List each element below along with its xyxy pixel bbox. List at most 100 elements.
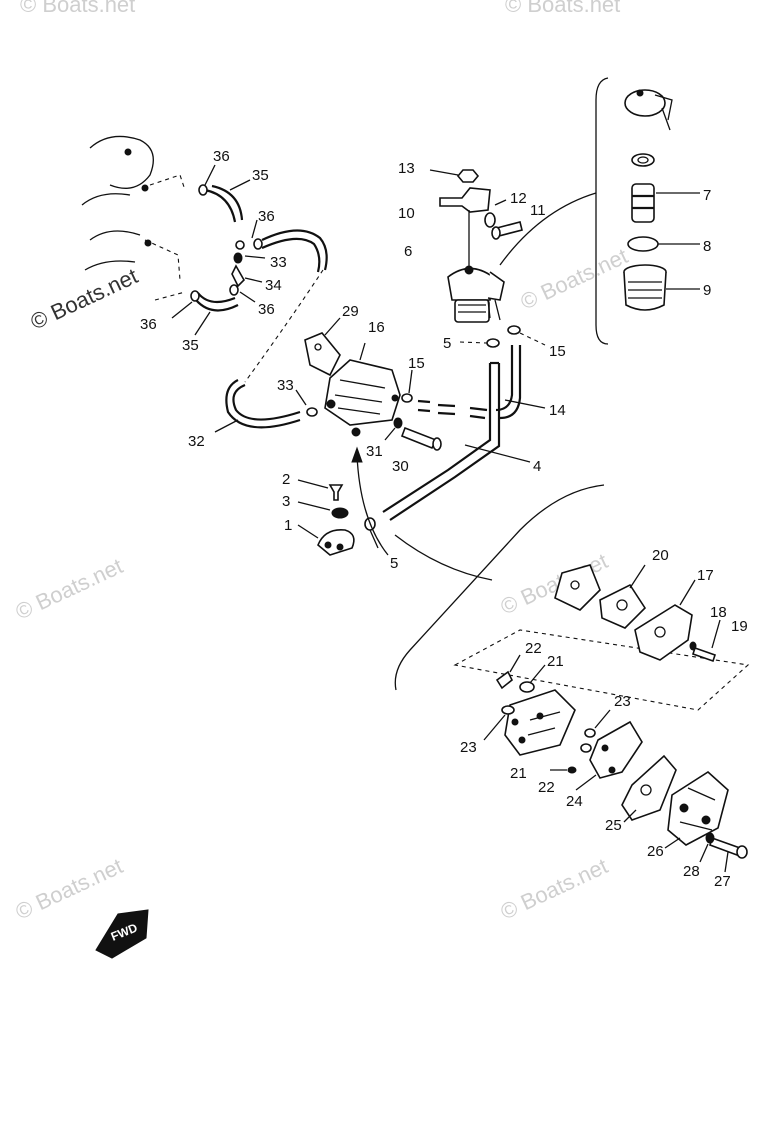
label-32: 32 (188, 433, 205, 450)
label-36-left: 36 (140, 316, 157, 333)
filter-washer-part (631, 153, 655, 167)
pump-detail-dash-region (453, 629, 750, 711)
hose-part-35-lower (195, 292, 239, 312)
label-36-mid: 36 (258, 208, 275, 225)
screw-part-27 (709, 836, 748, 873)
washer-part-28 (699, 832, 715, 863)
watermark-mid-left: © Boats.net (12, 553, 127, 624)
leaders-upper-left (171, 164, 266, 336)
hose-clip-part-5-bottom (364, 517, 379, 549)
valve-part-22-lower (580, 743, 592, 753)
route-arrowhead (351, 446, 363, 463)
watermark-side-left: © Boats.net (27, 263, 142, 334)
detail-connector-curve (394, 534, 493, 581)
label-3: 3 (282, 493, 290, 510)
label-8: 8 (703, 238, 711, 255)
label-22-upper: 22 (525, 640, 542, 657)
label-6: 6 (404, 243, 412, 260)
pump-body-parts (504, 689, 576, 756)
label-7: 7 (703, 187, 711, 204)
diaphragm-part-20b (599, 564, 647, 629)
valve-seat-part-23-left (483, 705, 515, 741)
part-labels: 36 35 36 33 34 36 36 35 29 16 15 33 32 3… (140, 148, 748, 890)
gasket-part-29 (304, 317, 341, 377)
label-10: 10 (398, 205, 415, 222)
fuel-filter-assembly-part-6 (447, 265, 505, 323)
label-26: 26 (647, 843, 664, 860)
route-line-connector-to-pump (356, 454, 389, 556)
label-18: 18 (710, 604, 727, 621)
label-20: 20 (652, 547, 669, 564)
label-1: 1 (284, 517, 292, 534)
label-34: 34 (265, 277, 282, 294)
label-31: 31 (366, 443, 383, 460)
leader-14 (504, 399, 546, 409)
gasket-part-20 (554, 564, 601, 611)
hose-part-32 (214, 379, 301, 433)
label-16: 16 (368, 319, 385, 336)
label-5-top: 5 (443, 335, 451, 352)
filter-element-part-7 (631, 183, 700, 223)
leader-4 (464, 444, 531, 463)
label-21-lower: 21 (510, 765, 527, 782)
label-5-bottom: 5 (390, 555, 398, 572)
watermark-low-left: © Boats.net (12, 853, 127, 924)
label-15-top: 15 (549, 343, 566, 360)
label-13: 13 (398, 160, 415, 177)
hose-clip-part-5-top (459, 338, 500, 348)
washer-part-12 (484, 199, 507, 228)
label-33-upper: 33 (270, 254, 287, 271)
connector-part-1 (297, 524, 355, 556)
label-22-lower: 22 (538, 779, 555, 796)
nut-part-13 (429, 169, 480, 183)
label-19: 19 (731, 618, 748, 635)
o-ring-part-8 (627, 236, 700, 252)
screw-part-19 (689, 619, 721, 663)
filter-cap-part (624, 89, 673, 131)
filter-detail-bracket (595, 77, 609, 345)
filter-bracket-part-10 (439, 187, 491, 268)
fuel-hose-part-14 (417, 345, 522, 420)
pump-washer-part-31 (384, 417, 403, 441)
lower-detail-bracket (394, 484, 605, 691)
screw-part-2 (297, 479, 344, 501)
label-15-pump: 15 (408, 355, 425, 372)
filter-cup-part-9 (623, 264, 700, 311)
label-4: 4 (533, 458, 541, 475)
watermark-top-right: © Boats.net (505, 0, 620, 17)
watermark-low-right: © Boats.net (497, 853, 612, 924)
route-line-to-pump (244, 269, 324, 383)
watermark-side-right: © Boats.net (517, 243, 632, 314)
label-11: 11 (530, 202, 546, 219)
label-36-top: 36 (213, 148, 230, 165)
pump-cover-part-26 (664, 770, 729, 849)
diaphragm-part-24 (575, 720, 643, 791)
watermark-top-left: © Boats.net (20, 0, 135, 17)
label-12: 12 (510, 190, 527, 207)
fuel-hose-part-4 (382, 361, 501, 521)
gasket-part-25 (621, 754, 677, 823)
label-36-right: 36 (258, 301, 275, 318)
label-2: 2 (282, 471, 290, 488)
label-23-left: 23 (460, 739, 477, 756)
hose-clip-part-15-pump (401, 369, 413, 403)
check-valve-part-22-upper (495, 654, 521, 690)
valve-part-21-upper (519, 664, 546, 693)
filter-leader-curve (499, 192, 597, 266)
primer-assembly-sketch (81, 135, 186, 301)
fitting-parts-33-34 (231, 240, 245, 288)
label-33-pump: 33 (277, 377, 294, 394)
fuel-pump-part-16 (324, 342, 401, 437)
label-25: 25 (605, 817, 622, 834)
label-30: 30 (392, 458, 409, 475)
label-24: 24 (566, 793, 583, 810)
pump-bolt-part-30 (400, 426, 442, 451)
bolt-part-11 (491, 221, 523, 240)
clip-part-33-pump (295, 389, 318, 417)
label-17: 17 (697, 567, 714, 584)
valve-part-21-lower (550, 766, 577, 774)
washer-part-3 (297, 501, 349, 519)
label-35-top: 35 (252, 167, 269, 184)
label-21-upper: 21 (547, 653, 564, 670)
